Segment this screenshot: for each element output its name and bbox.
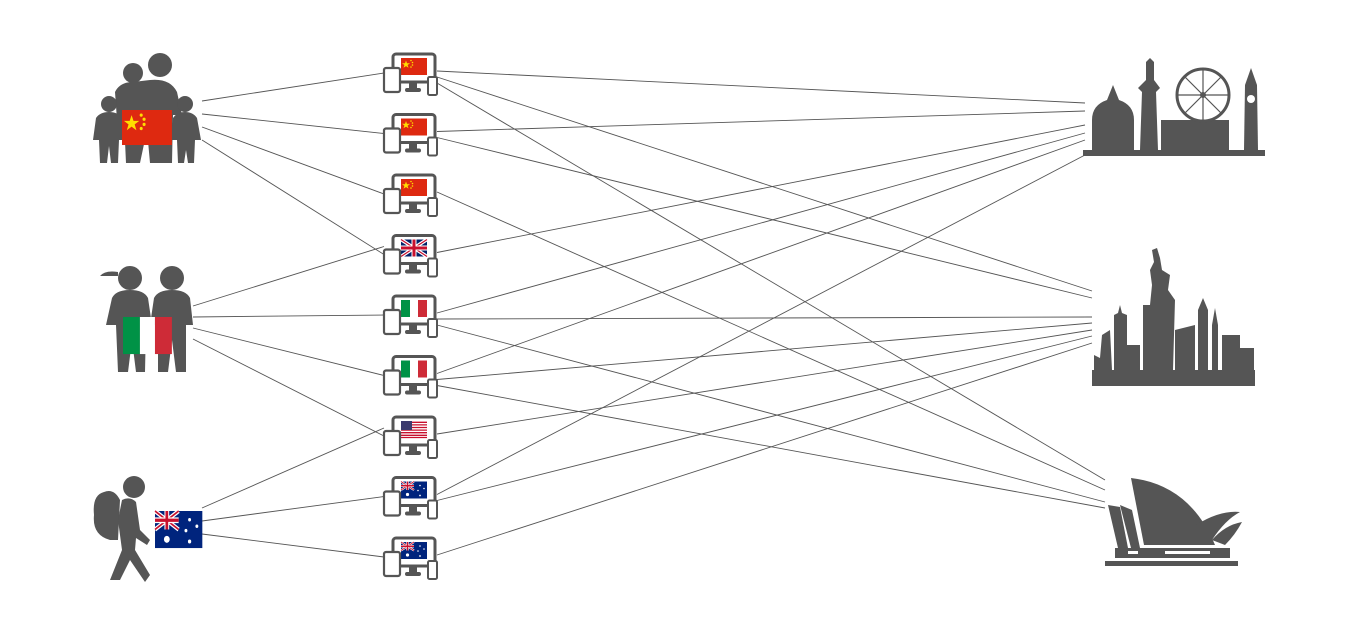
- australia-flag-icon: [399, 480, 429, 500]
- tablet-icon: [382, 490, 402, 517]
- phone-icon: [427, 560, 438, 580]
- phone-icon: [427, 76, 438, 96]
- uk-flag-icon: [401, 240, 427, 257]
- connection-line: [436, 137, 1093, 299]
- italy-flag-icon: [123, 317, 172, 355]
- device-usa: [382, 415, 438, 459]
- device-italy: [382, 294, 438, 338]
- connection-line: [201, 72, 385, 102]
- connection-line: [436, 76, 1093, 292]
- australia-flag-icon: [155, 511, 202, 548]
- tablet-icon: [382, 369, 402, 396]
- connection-lines: [192, 70, 1106, 558]
- connection-line: [436, 322, 1093, 380]
- device-australia: [382, 536, 438, 580]
- connection-line: [436, 132, 1086, 314]
- china-flag-icon: [401, 179, 427, 196]
- connection-line: [436, 124, 1086, 253]
- connection-line: [201, 126, 385, 195]
- connection-line: [436, 335, 1093, 501]
- usa-flag-icon: [400, 420, 428, 439]
- device-china: [382, 52, 438, 96]
- connection-line: [201, 427, 385, 509]
- london-skyline-icon: [1083, 58, 1265, 156]
- tablet-icon: [382, 429, 402, 457]
- connection-line: [201, 496, 385, 522]
- phone-icon: [427, 136, 438, 157]
- phone-icon: [427, 378, 438, 399]
- device-china: [382, 173, 438, 217]
- tablet-icon: [382, 127, 402, 154]
- phone-icon: [427, 499, 438, 520]
- connection-line: [192, 338, 385, 437]
- device-china: [382, 113, 438, 157]
- connection-line: [436, 342, 1093, 556]
- connection-line: [192, 314, 385, 318]
- connection-line: [436, 191, 1106, 491]
- tablet-icon: [382, 308, 402, 336]
- connection-line: [201, 113, 385, 134]
- connection-line: [436, 324, 1106, 503]
- connection-line: [436, 110, 1086, 132]
- connection-line: [436, 139, 1086, 374]
- device-uk: [382, 234, 438, 278]
- device-italy: [382, 355, 438, 399]
- sydney-opera-house-icon: [1105, 478, 1242, 566]
- device-australia: [382, 476, 438, 520]
- connection-line: [436, 329, 1093, 435]
- china-flag-icon: [401, 58, 427, 75]
- phone-icon: [427, 439, 438, 459]
- tablet-icon: [382, 187, 402, 215]
- tablet-icon: [382, 550, 402, 578]
- connection-line: [192, 246, 385, 307]
- device-column: [382, 52, 438, 580]
- australia-flag-icon: [399, 540, 429, 561]
- family-icon: [93, 53, 201, 163]
- connection-line: [201, 533, 385, 558]
- phone-icon: [427, 318, 438, 338]
- connection-line: [436, 154, 1086, 495]
- china-flag-icon: [122, 110, 172, 146]
- connection-line: [192, 327, 385, 376]
- connection-line: [436, 82, 1106, 481]
- connection-line: [436, 70, 1086, 104]
- italy-flag-icon: [401, 360, 427, 378]
- new-york-skyline-icon: [1092, 248, 1255, 386]
- backpacker-icon: [93, 476, 150, 582]
- connection-line: [201, 139, 385, 255]
- china-flag-icon: [401, 118, 427, 136]
- italy-flag-icon: [401, 300, 427, 317]
- connection-line: [436, 316, 1093, 320]
- tablet-icon: [382, 66, 402, 94]
- phone-icon: [427, 197, 438, 217]
- phone-icon: [427, 257, 438, 278]
- tablet-icon: [382, 248, 402, 275]
